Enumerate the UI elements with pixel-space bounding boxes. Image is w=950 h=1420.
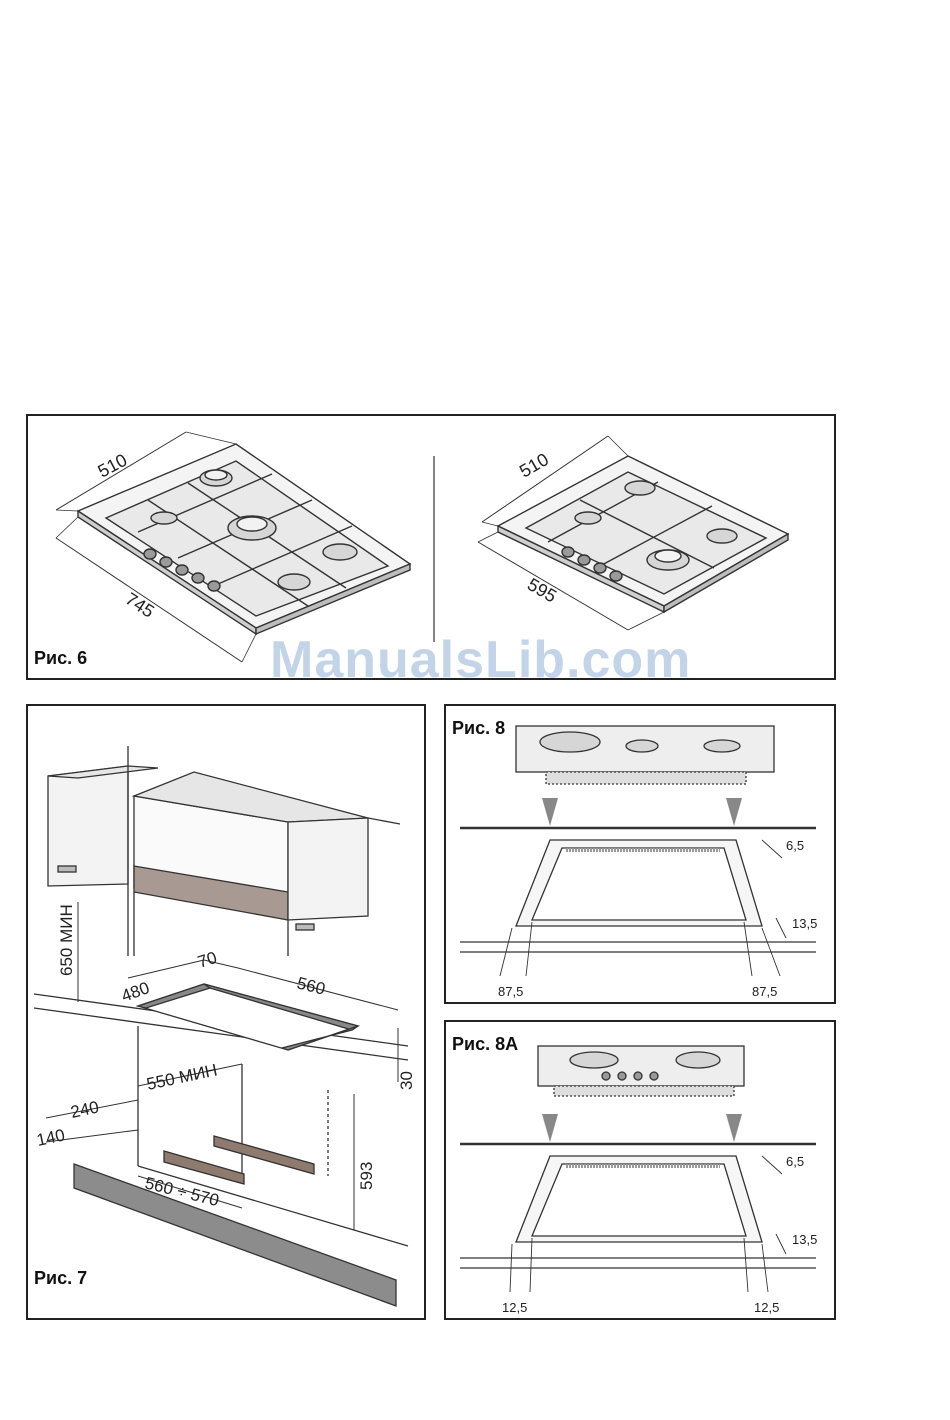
dim-140: 140 xyxy=(35,1125,67,1149)
dim-510-left: 510 xyxy=(94,450,130,482)
figure-8-panel: 6,5 13,5 87,5 87,5 Рис. 8 xyxy=(444,704,836,1004)
dim-650-min: 650 МИН xyxy=(57,904,76,976)
dim-510-right: 510 xyxy=(516,449,552,481)
dim-13-5: 13,5 xyxy=(792,916,817,931)
dim-87-5-right: 87,5 xyxy=(752,984,777,999)
dim-12-5-left: 12,5 xyxy=(502,1300,527,1315)
watermark: ManualsLib.com xyxy=(270,630,691,690)
dim-70: 70 xyxy=(195,948,219,972)
figure-8a-drawing: 6,5 13,5 12,5 12,5 xyxy=(446,1022,834,1318)
dim-240: 240 xyxy=(69,1097,101,1121)
dim-6-5: 6,5 xyxy=(786,838,804,853)
dim-550-min: 550 МИН xyxy=(145,1060,219,1094)
figure-8-drawing: 6,5 13,5 87,5 87,5 xyxy=(446,706,834,1002)
figure-6-label: Рис. 6 xyxy=(34,648,87,669)
dim-593: 593 xyxy=(357,1162,376,1190)
hob-cutout-drawing xyxy=(460,726,816,976)
figure-7-drawing: 650 МИН 70 480 560 30 550 МИН 240 140 59… xyxy=(28,706,424,1318)
figure-8a-panel: 6,5 13,5 12,5 12,5 Рис. 8А xyxy=(444,1020,836,1320)
cabinet-drawing xyxy=(34,746,408,1306)
dim-87-5-left: 87,5 xyxy=(498,984,523,999)
dim-595: 595 xyxy=(524,574,560,606)
figure-7-label: Рис. 7 xyxy=(34,1268,87,1289)
dim-560: 560 xyxy=(295,973,327,998)
dim-745: 745 xyxy=(122,589,158,622)
dim-6-5-8a: 6,5 xyxy=(786,1154,804,1169)
dim-30: 30 xyxy=(397,1071,416,1090)
figure-8a-label: Рис. 8А xyxy=(452,1034,518,1055)
hob-cutout-drawing-8a xyxy=(460,1046,816,1292)
dim-13-5-8a: 13,5 xyxy=(792,1232,817,1247)
figure-8-label: Рис. 8 xyxy=(452,718,505,739)
dim-480: 480 xyxy=(119,978,152,1006)
figure-7-panel: 650 МИН 70 480 560 30 550 МИН 240 140 59… xyxy=(26,704,426,1320)
dim-12-5-right: 12,5 xyxy=(754,1300,779,1315)
